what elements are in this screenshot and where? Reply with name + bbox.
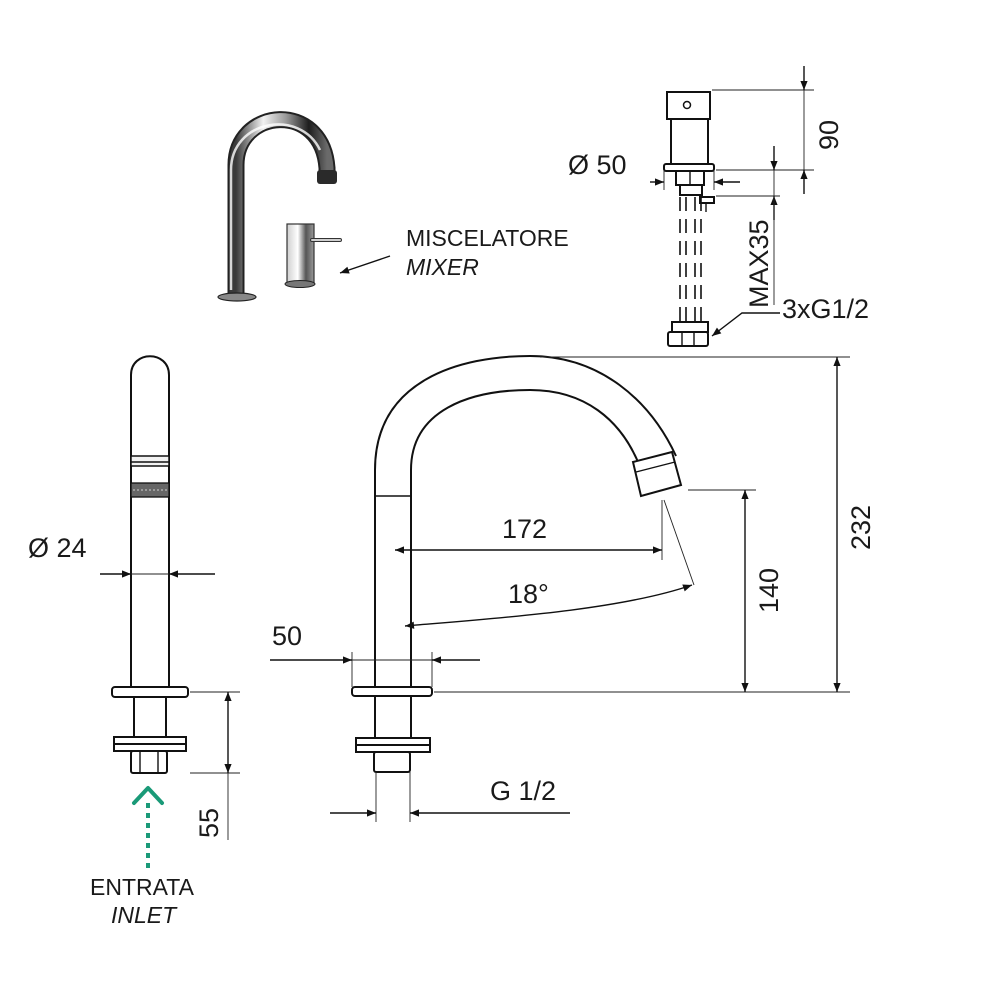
dotted-up-arrow-icon [132, 786, 164, 868]
spout-base-dim: 50 [272, 621, 302, 651]
mixer-label-it: MISCELATORE [406, 225, 569, 251]
spout-front-view [351, 354, 683, 773]
spout-side-view [111, 355, 189, 774]
mixer-max-dim: MAX35 [744, 219, 774, 308]
spout-reach-dim: 172 [502, 514, 547, 544]
spout-thread-dim: G 1/2 [490, 776, 556, 806]
spout-shank-dim: 55 [194, 808, 224, 838]
spout-total-height-dim: 232 [846, 505, 876, 550]
mixer-label-en: MIXER [406, 254, 479, 280]
mixer-height-dim: 90 [814, 120, 844, 150]
spout-outlet-height-dim: 140 [754, 568, 784, 613]
inlet-label-it: ENTRATA [90, 874, 195, 900]
spout-diameter-dim: Ø 24 [28, 533, 87, 563]
mixer-side-view [663, 91, 715, 347]
inlet-label-en: INLET [111, 902, 178, 928]
mixer-connections-label: 3xG1/2 [782, 294, 869, 324]
mixer-leader-arrow [339, 255, 391, 274]
spout-angle-dim: 18° [508, 579, 549, 609]
product-render [217, 111, 342, 302]
mixer-diameter-dim: Ø 50 [568, 150, 627, 180]
